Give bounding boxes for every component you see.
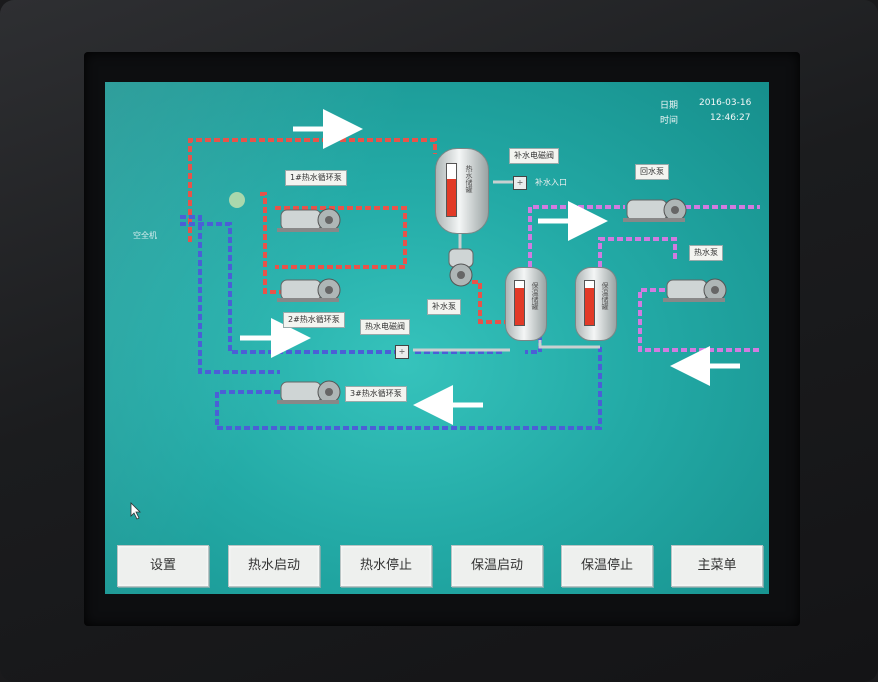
hot-valve-label: 热水电磁阀 <box>360 319 410 335</box>
makeup-inlet-label: 补水入口 <box>535 178 567 187</box>
date-label: 日期 <box>660 101 679 111</box>
cursor-icon <box>130 502 141 520</box>
vessel-top[interactable]: 热水储罐 <box>435 148 489 234</box>
hot-water-start-button[interactable]: 热水启动 <box>228 545 320 587</box>
pump-middle[interactable] <box>277 272 347 306</box>
junction-glow <box>229 192 245 208</box>
left-equipment-label: 空全机 <box>133 231 157 240</box>
makeup-valve-icon[interactable]: ÷ <box>513 176 527 190</box>
vessel-mid2[interactable]: 保温储罐 <box>575 267 617 341</box>
vessel-top-level-gauge <box>446 163 457 217</box>
makeup-valve-label: 补水电磁阀 <box>509 148 559 164</box>
vessel-top-level-fill <box>447 178 456 216</box>
return-pump[interactable] <box>623 192 693 226</box>
date-value: 2016-03-16 <box>699 98 752 108</box>
pump-top[interactable] <box>277 202 347 236</box>
pump-top-label: 1#热水循环泵 <box>285 170 347 186</box>
insulation-start-button[interactable]: 保温启动 <box>451 545 543 587</box>
vessel-mid1-level-fill <box>515 287 524 325</box>
vessel-mid1-label: 保温储罐 <box>531 282 539 310</box>
makeup-pump[interactable] <box>443 247 479 291</box>
makeup-pump-label: 补水泵 <box>427 299 461 315</box>
hmi-screen: 日期 2016-03-16 时间 12:46:27 空全机 <box>105 82 769 594</box>
hot-pump-label: 热水泵 <box>689 245 723 261</box>
pump-middle-label: 2#热水循环泵 <box>283 312 345 328</box>
cold-water-pipes <box>180 215 602 430</box>
main-menu-button[interactable]: 主菜单 <box>671 545 763 587</box>
settings-button[interactable]: 设置 <box>117 545 209 587</box>
vessel-mid1[interactable]: 保温储罐 <box>505 267 547 341</box>
return-pump-label: 回水泵 <box>635 164 669 180</box>
pump-bottom[interactable] <box>277 374 347 408</box>
vessel-mid2-level-fill <box>585 287 594 325</box>
flow-arrows <box>240 109 740 425</box>
hot-valve-icon[interactable]: ÷ <box>395 345 409 359</box>
vessel-mid2-label: 保温储罐 <box>601 282 609 310</box>
hot-pump[interactable] <box>663 272 733 306</box>
vessel-mid1-level-gauge <box>514 280 525 326</box>
vessel-top-label: 热水储罐 <box>465 165 473 193</box>
insulation-stop-button[interactable]: 保温停止 <box>561 545 653 587</box>
pump-bottom-label: 3#热水循环泵 <box>345 386 407 402</box>
hot-water-stop-button[interactable]: 热水停止 <box>340 545 432 587</box>
pipe-network <box>180 109 760 430</box>
time-label: 时间 <box>660 116 679 126</box>
vessel-mid2-level-gauge <box>584 280 595 326</box>
time-value: 12:46:27 <box>710 113 751 123</box>
